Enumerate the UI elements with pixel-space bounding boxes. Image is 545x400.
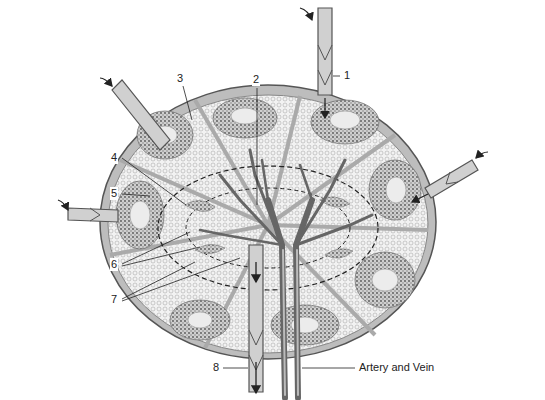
callout-number: 3 bbox=[176, 72, 184, 85]
callout-number: 6 bbox=[110, 258, 118, 271]
callout-number: 2 bbox=[252, 73, 260, 86]
callout-number: 4 bbox=[110, 151, 118, 164]
part-label: Artery and Vein bbox=[358, 361, 435, 374]
callout-number: 7 bbox=[110, 293, 118, 306]
callout-number: 8 bbox=[212, 361, 220, 374]
callout-number: 5 bbox=[110, 187, 118, 200]
callout-number: 1 bbox=[343, 69, 351, 82]
